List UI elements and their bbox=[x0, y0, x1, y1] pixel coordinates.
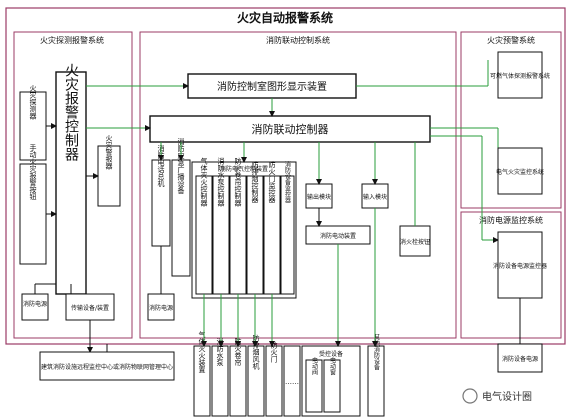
fire-power-device-box bbox=[497, 343, 543, 373]
group-detect-frame bbox=[13, 31, 133, 339]
other-device-label: 其他消防设备 bbox=[373, 333, 380, 371]
water-pump-label: 消防水泵 bbox=[216, 337, 224, 366]
electrical-fire-box bbox=[497, 147, 543, 195]
group-power-frame bbox=[460, 211, 562, 339]
group-linkage-frame bbox=[139, 31, 457, 339]
ellipsis-box bbox=[283, 345, 301, 417]
wechat-icon bbox=[462, 388, 478, 404]
input-module-label: 输入模块 bbox=[363, 193, 387, 201]
fire-detector-label: 火灾探测器 bbox=[29, 85, 37, 121]
watermark: 电气设计圈 bbox=[462, 388, 532, 404]
fire-alarm-controller-box bbox=[55, 71, 87, 295]
smoke-device-label: 防排烟风机 bbox=[252, 334, 260, 371]
transmission-box bbox=[65, 293, 115, 321]
power-supply-ctrl-box bbox=[497, 231, 543, 299]
door-device-label: 防火门 bbox=[270, 341, 278, 364]
group-power-label: 消防电源监控系统 bbox=[479, 215, 543, 225]
group-linkage-label: 消防联动控制系统 bbox=[266, 35, 330, 45]
watermark-label: 电气设计圈 bbox=[482, 390, 532, 403]
group-warning-label: 火灾预警系统 bbox=[487, 35, 535, 45]
linkage-controller-label: 消防联动控制器 bbox=[252, 122, 329, 136]
controlled-title: 受控设备 bbox=[319, 350, 343, 358]
linkage-controller-box bbox=[149, 115, 431, 143]
group-detect-label: 火灾探测报警系统 bbox=[40, 35, 104, 45]
graphic-display-label: 消防控制室图形显示装置 bbox=[217, 80, 327, 93]
hydrant-button-label: 消火栓按钮 bbox=[400, 238, 430, 246]
fire-power-2-label: 消防电源 bbox=[149, 304, 173, 312]
ellipsis-label: …… bbox=[285, 378, 299, 386]
valve-box bbox=[305, 359, 323, 413]
manual-alarm-box bbox=[19, 163, 47, 265]
equipment-monitor-label: 消防设备监控器 bbox=[284, 160, 291, 204]
electrical-fire-label: 电气火灾监控系统 bbox=[496, 168, 544, 176]
window-box bbox=[323, 359, 341, 413]
manual-alarm-label: 手动火灾报警按钮 bbox=[29, 143, 37, 201]
input-module-box bbox=[361, 183, 389, 209]
system-frame bbox=[5, 7, 566, 345]
combustible-gas-box bbox=[497, 51, 543, 99]
combustible-gas-label: 可燃气体探测报警系统 bbox=[490, 72, 550, 80]
transmission-label: 传输设备/装置 bbox=[71, 304, 109, 312]
water-extinguish-label: 消防水泵控制器 bbox=[217, 157, 225, 208]
power-supply-ctrl-label: 消防设备电源监控器 bbox=[493, 262, 547, 270]
building-center-label: 建筑消防设施远程监控中心或消防物联网管理中心 bbox=[41, 363, 173, 371]
fire-power-device-label: 消防设备电源 bbox=[502, 355, 538, 363]
linkage-device-label: 消防电动装置 bbox=[320, 232, 356, 240]
gas-extinguish-label: 气体灭火控制器 bbox=[200, 157, 208, 208]
gas-device-label: 气体灭火装置 bbox=[198, 330, 206, 373]
output-module-label: 输出模块 bbox=[307, 193, 331, 201]
diagram-title: 火灾自动报警系统 bbox=[237, 10, 333, 25]
fire-shutter-label: 防火卷帘控制器 bbox=[234, 157, 242, 208]
fire-alarm-controller-label: 火灾报警控制器 bbox=[63, 63, 79, 161]
fire-phone-label: 消防电话总机 bbox=[157, 144, 165, 188]
fire-power-2-box bbox=[147, 293, 175, 321]
fire-power-1-box bbox=[21, 293, 49, 321]
electrical-panel-title: 消防电气控制装置 bbox=[220, 165, 268, 173]
graphic-display-box bbox=[187, 73, 357, 99]
output-module-box bbox=[305, 183, 333, 209]
fire-alarm-device-label: 火灾警报器 bbox=[105, 135, 113, 171]
group-warning-frame bbox=[460, 31, 562, 209]
fire-power-1-label: 消防电源 bbox=[23, 300, 47, 308]
broadcast-label: 消防应急广播设备 bbox=[177, 137, 185, 195]
shutter-device-label: 防火卷帘 bbox=[234, 337, 242, 367]
equipment-monitor-box bbox=[280, 175, 295, 295]
valve-label: 电动阀 bbox=[311, 356, 318, 376]
fire-door-label: 防火门监控器 bbox=[268, 160, 276, 204]
smoke-exhaust-label: 防排烟控制器 bbox=[251, 160, 259, 204]
window-label: 电动窗 bbox=[329, 356, 336, 376]
